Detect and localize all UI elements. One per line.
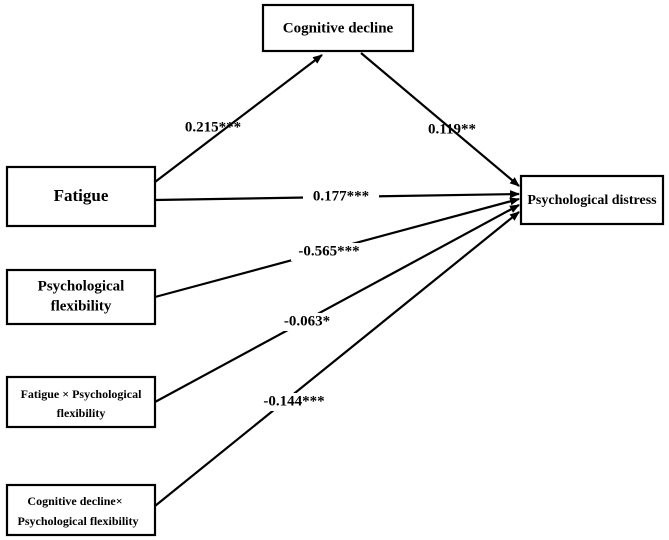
coefficient-flexibility-to-distress: -0.565*** xyxy=(291,243,369,261)
node-label: flexibility xyxy=(57,406,106,420)
coefficient-fatigue-to-distress: 0.177*** xyxy=(303,188,379,206)
coefficient-label: -0.063* xyxy=(284,313,330,329)
node-label: flexibility xyxy=(51,298,112,314)
coefficient-label: 0.177*** xyxy=(313,188,369,204)
coefficient-label: -0.144*** xyxy=(263,393,324,409)
coefficient-cogdecline-x-flexibility-to-distress: -0.144*** xyxy=(252,393,336,411)
node-label: Cognitive decline× xyxy=(27,494,122,508)
coefficient-fatigue-to-cognitive-decline: 0.215*** xyxy=(185,119,241,135)
node-psychological-flexibility: Psychological flexibility xyxy=(5,268,157,326)
path-coefficients: 0.215*** 0.119** 0.177*** -0.565*** -0.0… xyxy=(185,119,476,411)
coefficient-cognitive-decline-to-distress: 0.119** xyxy=(428,121,476,137)
node-fatigue: Fatigue xyxy=(5,165,157,228)
node-label: Psychological distress xyxy=(527,193,657,208)
node-label: Fatigue xyxy=(54,186,109,205)
node-label: Cognitive decline xyxy=(283,20,394,36)
coefficient-label: 0.119** xyxy=(428,121,476,137)
coefficient-label: 0.215*** xyxy=(185,119,241,135)
node-cogdecline-x-flexibility: Cognitive decline× Psychological flexibi… xyxy=(5,483,157,537)
node-label: Psychological xyxy=(38,278,125,294)
node-fatigue-x-flexibility: Fatigue × Psychological flexibility xyxy=(5,375,157,429)
arrow-fatigue-x-flexibility-to-distress xyxy=(154,204,520,403)
coefficient-label: -0.565*** xyxy=(298,243,359,259)
node-cognitive-decline: Cognitive decline xyxy=(261,3,415,53)
node-label: Fatigue × Psychological xyxy=(21,387,142,401)
node-label: Psychological flexibility xyxy=(18,514,139,528)
variable-boxes: Cognitive decline Fatigue Psychological … xyxy=(5,3,665,537)
coefficient-fatigue-x-flexibility-to-distress: -0.063* xyxy=(277,313,337,331)
arrow-cognitive-decline-to-distress xyxy=(360,52,520,187)
arrow-cogdecline-x-flexibility-to-distress xyxy=(154,211,520,507)
arrow-fatigue-to-cognitive-decline xyxy=(154,54,323,183)
node-psychological-distress: Psychological distress xyxy=(519,174,665,226)
